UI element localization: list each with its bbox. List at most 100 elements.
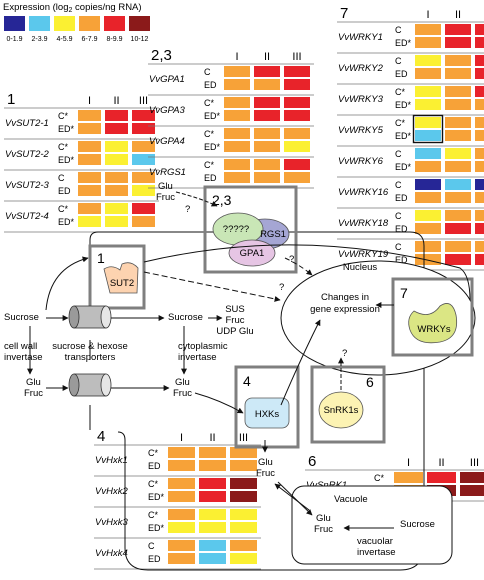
glu-vacuole: Glu — [316, 513, 331, 524]
gene-name: VvHxk4 — [95, 548, 128, 559]
condition-label: ED* — [204, 111, 221, 121]
heat-cell — [168, 491, 195, 502]
legend-swatch — [4, 16, 25, 31]
heat-cell — [445, 55, 471, 66]
sucrose-cytosol: Sucrose — [168, 312, 203, 323]
heat-cell — [230, 491, 257, 502]
heat-cell — [168, 460, 195, 471]
heat-cell — [224, 159, 250, 170]
cell-membrane-link — [117, 431, 126, 480]
fruc-product-label: Fruc — [226, 315, 245, 326]
heat-cell — [445, 254, 471, 265]
heat-cell — [445, 179, 471, 190]
question-mark-1: ? — [185, 204, 190, 215]
heat-cell — [168, 553, 195, 564]
heat-cell — [475, 241, 484, 252]
heat-cell — [415, 99, 441, 110]
heat-cell — [475, 254, 484, 265]
heat-cell — [224, 97, 250, 108]
cell-membrane — [89, 231, 425, 571]
heat-cell — [284, 110, 310, 121]
heat-cell — [224, 79, 250, 90]
legend-label: 10-12 — [131, 36, 149, 43]
panel-label: 6 — [308, 453, 316, 470]
gene-name: VvGPA3 — [149, 105, 185, 116]
condition-label: C* — [395, 118, 405, 128]
column-header: III — [139, 95, 148, 107]
heat-cell — [415, 192, 441, 203]
panel-label: 2,3 — [151, 47, 172, 64]
condition-label: C* — [148, 510, 158, 520]
column-header: II — [438, 457, 444, 469]
heat-cell — [224, 172, 250, 183]
heat-cell — [78, 216, 101, 227]
hxks-protein — [244, 397, 290, 429]
condition-label: ED* — [204, 142, 221, 152]
condition-label: ED* — [58, 124, 75, 134]
udp-glu-label: UDP Glu — [216, 326, 253, 337]
heat-cell — [284, 128, 310, 139]
panel-7: 7IIIIIIVvWRKY1CED*VvWRKY2CEDVvWRKY3C*ED*… — [337, 5, 484, 271]
fruc-lower: Fruc — [256, 468, 275, 479]
gene-vvsut2-4: VvSUT2-4C*ED* — [4, 200, 159, 227]
column-header: III — [470, 457, 479, 469]
condition-label: C* — [58, 204, 68, 214]
condition-label: C — [395, 242, 402, 252]
heat-cell — [445, 241, 471, 252]
column-header: III — [292, 51, 301, 63]
heat-cell — [230, 478, 257, 489]
heat-cell — [475, 37, 484, 48]
panel-label: 7 — [340, 5, 348, 22]
condition-label: ED — [58, 186, 71, 196]
heat-cell — [199, 522, 226, 533]
heat-cell — [415, 86, 441, 97]
heat-cell — [105, 110, 128, 121]
heat-cell — [199, 460, 226, 471]
column-header: III — [239, 432, 248, 444]
box-6-label: 6 — [366, 374, 374, 390]
gene-name: VvWRKY3 — [338, 94, 384, 105]
heat-cell — [415, 254, 441, 265]
heat-cell — [445, 99, 471, 110]
condition-label: ED — [395, 255, 408, 265]
vacuole — [291, 485, 453, 565]
glu-top: Glu — [158, 181, 173, 192]
box-1 — [88, 244, 146, 310]
snrk1-protein — [318, 391, 364, 429]
legend-title: Expression (log2 copies/ng RNA) — [3, 2, 142, 14]
transporter-label-2: transporters — [65, 352, 116, 363]
condition-label: C* — [204, 98, 214, 108]
sucrose-vacuole: Sucrose — [400, 519, 435, 530]
condition-label: C — [148, 541, 155, 551]
cyto-inv-label-1: cytoplasmic — [178, 341, 228, 352]
heat-cell — [475, 179, 484, 190]
legend-swatch — [54, 16, 75, 31]
gene-name: VvSUT2-2 — [5, 149, 50, 160]
condition-label: C* — [204, 129, 214, 139]
wrkys-protein — [408, 303, 458, 344]
condition-label: ED* — [395, 38, 412, 48]
heat-cell — [199, 540, 226, 551]
heat-cell — [415, 223, 441, 234]
heat-cell — [199, 553, 226, 564]
sus-label: SUS — [225, 304, 245, 315]
gene-name: VvWRKY6 — [338, 156, 384, 167]
condition-label: ED* — [395, 162, 412, 172]
condition-label: ED — [204, 80, 217, 90]
box-2-3-label: 2,3 — [212, 192, 232, 208]
vac-inv-label-1: vacuolar — [357, 536, 393, 547]
gene-name: VvHxk1 — [95, 455, 128, 466]
rgs1-label: RGS1 — [260, 229, 286, 240]
transporter-label-1: sucrose & hexose — [52, 341, 128, 352]
glu-cytosol: Glu — [175, 377, 190, 388]
heat-cell — [475, 192, 484, 203]
